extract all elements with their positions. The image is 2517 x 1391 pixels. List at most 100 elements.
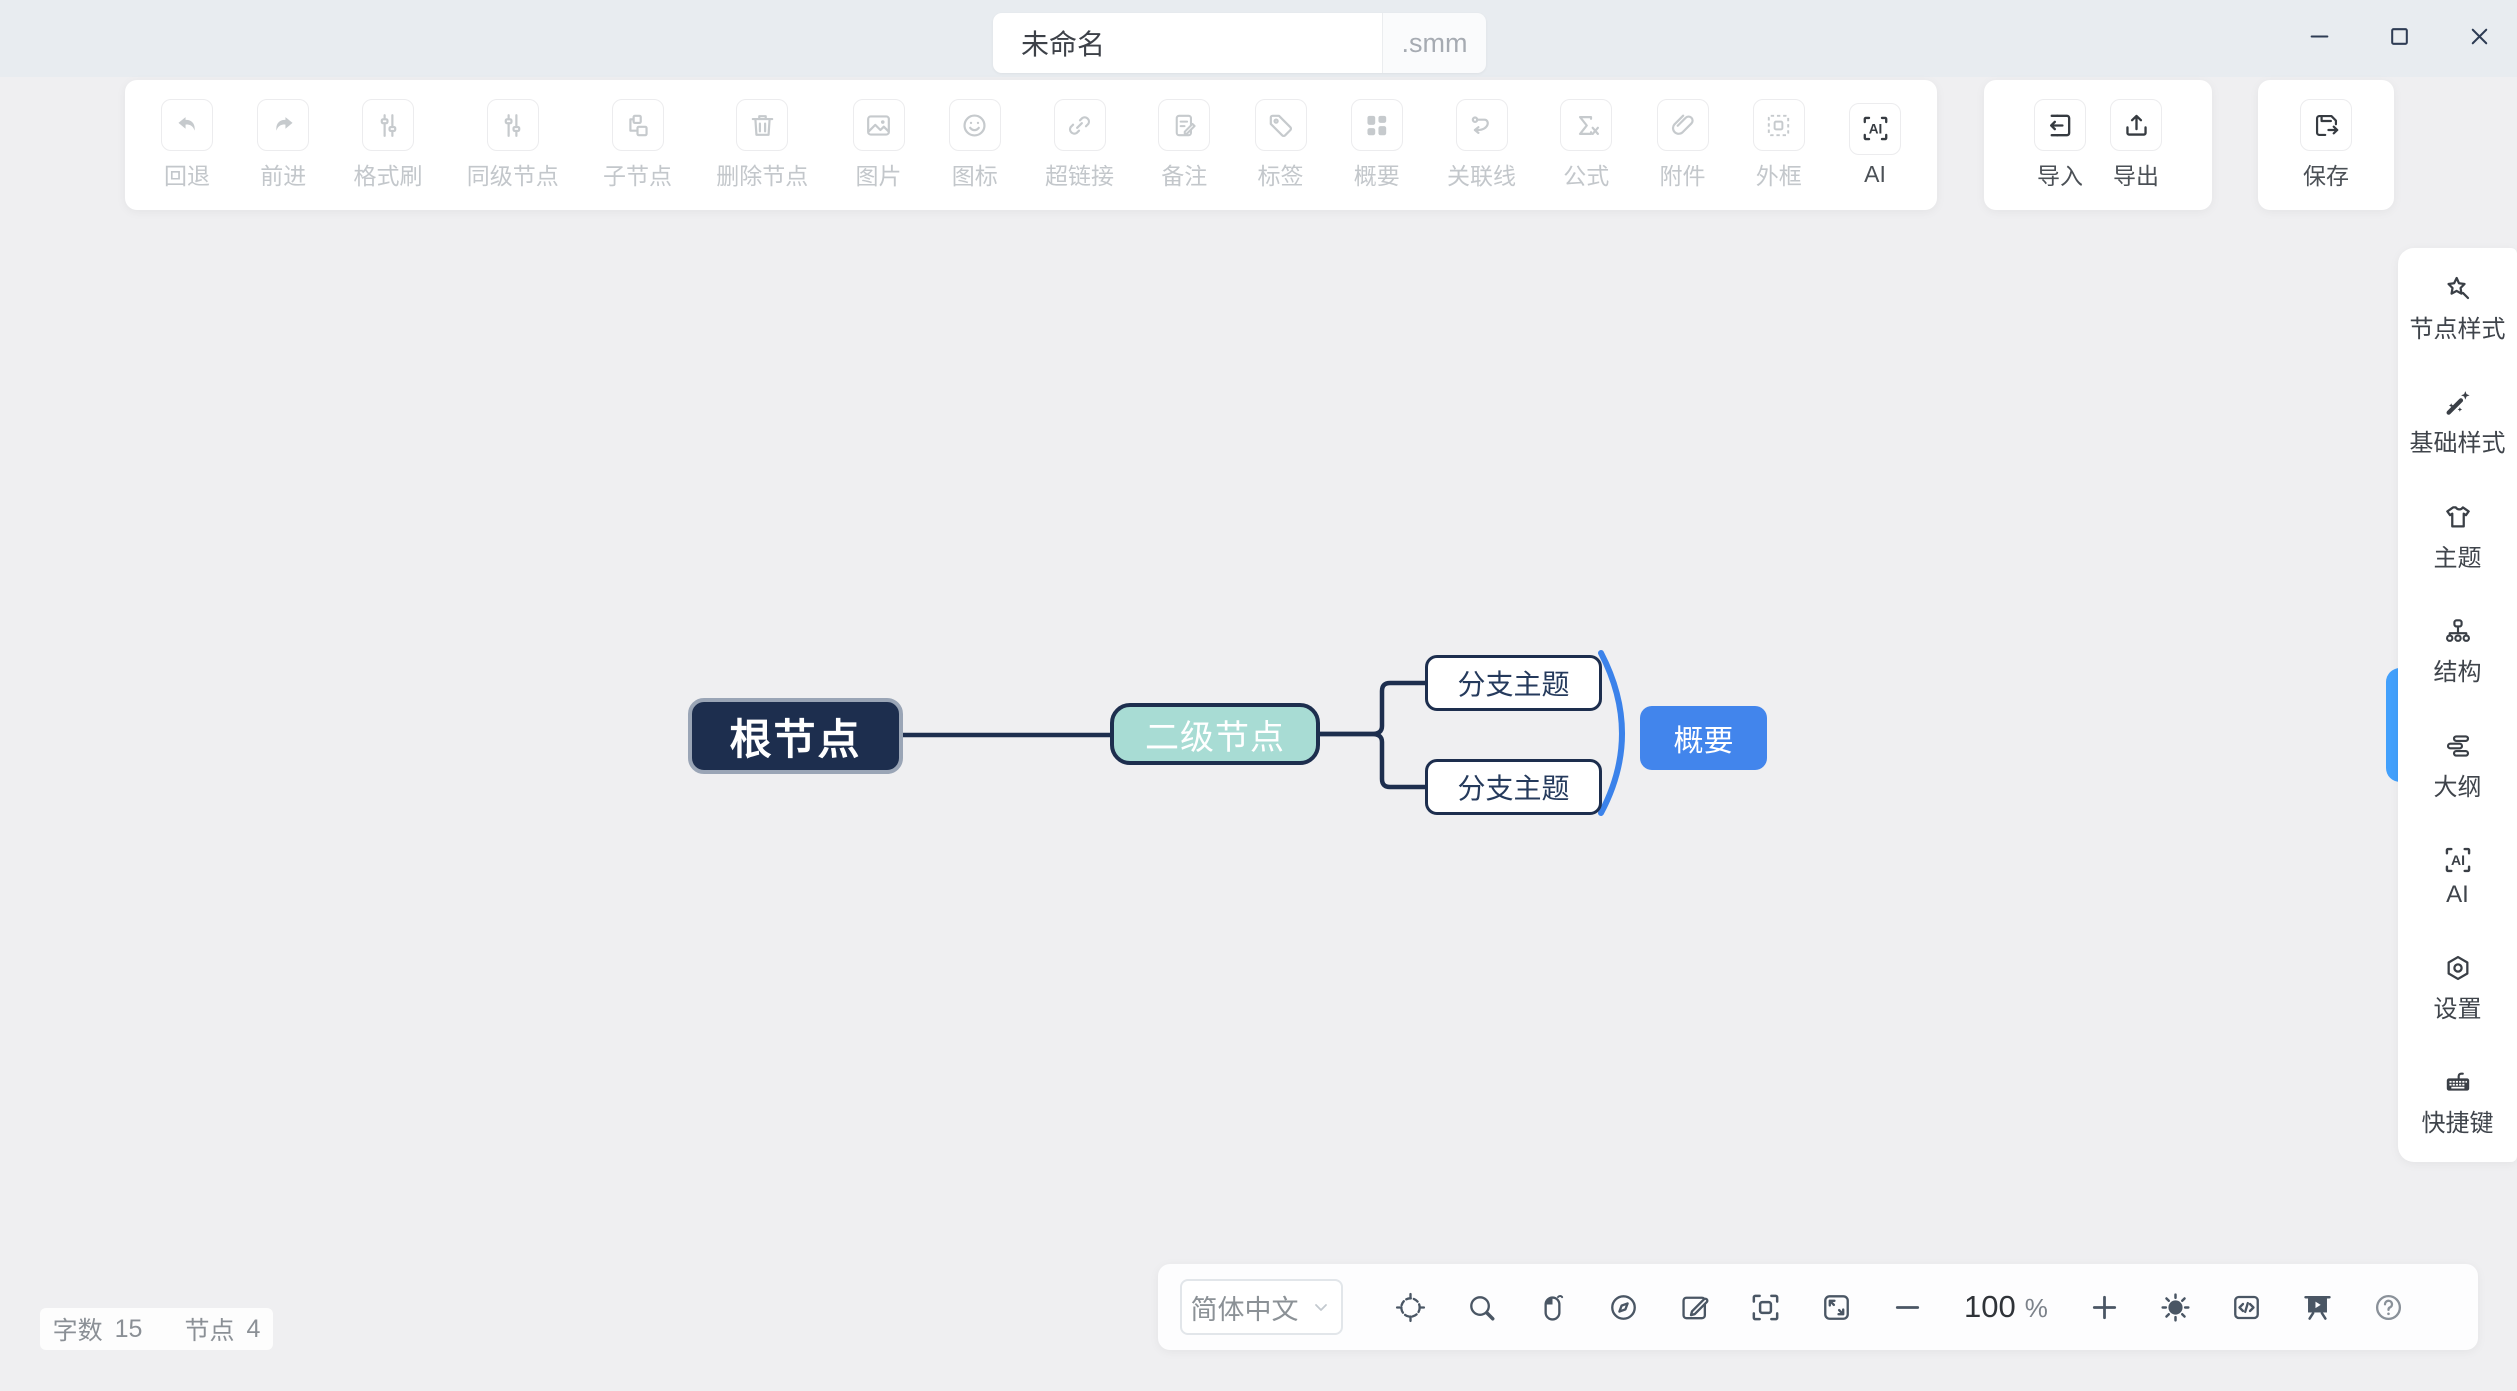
crosshair-icon xyxy=(1395,1292,1425,1322)
edit-icon xyxy=(1681,1296,1708,1319)
sidebar-item-settings[interactable]: 设置 xyxy=(2434,952,2482,1024)
format-painter-button[interactable]: 格式刷 xyxy=(354,99,423,191)
redo-icon xyxy=(257,99,310,151)
import-button[interactable]: 导入 xyxy=(2034,99,2086,191)
child-node-button[interactable]: 子节点 xyxy=(603,99,672,191)
ai-button[interactable]: AI AI xyxy=(1849,102,1901,188)
import-icon xyxy=(2034,99,2086,151)
mindmap-second-node[interactable]: 二级节点 xyxy=(1110,703,1320,765)
help-button[interactable] xyxy=(2369,1287,2409,1327)
chevron-down-icon xyxy=(1314,1304,1327,1311)
window-controls xyxy=(2297,14,2501,58)
svg-text:AI: AI xyxy=(2451,852,2465,868)
language-select[interactable]: 简体中文 xyxy=(1180,1279,1343,1335)
dark-mode-button[interactable] xyxy=(2156,1287,2196,1327)
attachment-icon xyxy=(1656,99,1709,151)
fit-screen-icon xyxy=(1752,1294,1778,1320)
presentation-icon xyxy=(2304,1295,2332,1320)
zoom-level: 100 % xyxy=(1964,1289,2048,1324)
image-icon xyxy=(852,99,905,151)
word-count-value: 15 xyxy=(114,1314,143,1343)
mouse-mode-button[interactable] xyxy=(1532,1287,1572,1327)
svg-text:AI: AI xyxy=(1868,121,1882,136)
source-code-button[interactable] xyxy=(2227,1287,2267,1327)
sidebar-item-theme[interactable]: 主题 xyxy=(2434,501,2482,573)
summary-grid-icon xyxy=(1350,99,1403,151)
tag-button[interactable]: 标签 xyxy=(1254,99,1307,191)
code-icon xyxy=(2234,1295,2260,1319)
search-icon xyxy=(1469,1295,1494,1320)
relation-line-icon xyxy=(1455,99,1508,151)
sidebar-item-ai[interactable]: AI AI xyxy=(2442,844,2474,909)
bottom-toolbar: 简体中文 100 % xyxy=(1158,1264,2478,1350)
help-icon xyxy=(2376,1294,2402,1320)
edit-mode-button[interactable] xyxy=(1674,1287,1714,1327)
undo-icon xyxy=(161,99,213,151)
summary-button[interactable]: 概要 xyxy=(1350,99,1403,191)
close-button[interactable] xyxy=(2457,14,2501,58)
zoom-out-button[interactable] xyxy=(1887,1287,1927,1327)
child-node-icon xyxy=(611,99,664,151)
note-icon xyxy=(1158,99,1211,151)
status-bar: 字数 15 节点 4 xyxy=(40,1308,273,1350)
mindmap-root-node[interactable]: 根节点 xyxy=(688,698,903,774)
sidebar-item-outline[interactable]: 大纲 xyxy=(2434,730,2482,802)
note-button[interactable]: 备注 xyxy=(1158,99,1211,191)
hyperlink-icon xyxy=(1053,99,1106,151)
emoji-button[interactable]: 图标 xyxy=(948,99,1001,191)
node-count-value: 4 xyxy=(246,1314,261,1343)
mindmap-branch-node-2[interactable]: 分支主题 xyxy=(1425,759,1602,815)
sidebar-item-structure[interactable]: 结构 xyxy=(2434,615,2482,687)
delete-node-button[interactable]: 删除节点 xyxy=(716,99,808,191)
save-button[interactable]: 保存 xyxy=(2300,99,2352,191)
tag-icon xyxy=(1254,99,1307,151)
theme-icon xyxy=(2445,506,2470,528)
sibling-node-icon xyxy=(486,99,539,151)
export-icon xyxy=(2110,99,2162,151)
base-style-icon xyxy=(2446,391,2470,416)
ai-icon: AI xyxy=(2445,847,2470,873)
image-button[interactable]: 图片 xyxy=(852,99,905,191)
fit-canvas-button[interactable] xyxy=(1745,1287,1785,1327)
sidebar-item-base-style[interactable]: 基础样式 xyxy=(2410,386,2506,458)
format-painter-icon xyxy=(362,99,414,151)
hyperlink-button[interactable]: 超链接 xyxy=(1045,99,1114,191)
plus-icon xyxy=(2093,1295,2117,1319)
fullscreen-button[interactable] xyxy=(1816,1287,1856,1327)
relation-line-button[interactable]: 关联线 xyxy=(1447,99,1516,191)
mini-map-button[interactable] xyxy=(1603,1287,1643,1327)
formula-icon xyxy=(1560,99,1613,151)
maximize-button[interactable] xyxy=(2377,14,2421,58)
summary-bracket xyxy=(1598,650,1625,816)
presentation-button[interactable] xyxy=(2298,1287,2338,1327)
settings-icon xyxy=(2447,955,2468,980)
mindmap-summary-node[interactable]: 概要 xyxy=(1640,706,1767,770)
outer-frame-icon xyxy=(1752,99,1805,151)
mouse-icon xyxy=(1543,1294,1563,1321)
outer-frame-button[interactable]: 外框 xyxy=(1752,99,1805,191)
fullscreen-icon xyxy=(1823,1294,1849,1320)
right-sidebar: 节点样式 基础样式 主题 结构 大纲 AI AI 设置 快捷键 xyxy=(2398,248,2517,1162)
outline-icon xyxy=(2446,735,2469,757)
shortcut-keys-icon xyxy=(2446,1072,2469,1091)
compass-icon xyxy=(1610,1294,1636,1320)
redo-button[interactable]: 前进 xyxy=(257,99,310,191)
undo-button[interactable]: 回退 xyxy=(161,99,213,191)
export-button[interactable]: 导出 xyxy=(2110,99,2162,191)
sidebar-item-shortcuts[interactable]: 快捷键 xyxy=(2422,1066,2494,1138)
save-icon xyxy=(2300,99,2352,151)
formula-button[interactable]: 公式 xyxy=(1560,99,1613,191)
delete-node-icon xyxy=(736,99,789,151)
close-icon xyxy=(2471,28,2487,44)
ai-icon: AI xyxy=(1849,102,1901,155)
minimize-button[interactable] xyxy=(2297,14,2341,58)
locate-root-button[interactable] xyxy=(1390,1287,1430,1327)
file-title-input[interactable] xyxy=(993,13,1382,73)
search-button[interactable] xyxy=(1461,1287,1501,1327)
node-count-label: 节点 xyxy=(184,1317,235,1345)
sibling-node-button[interactable]: 同级节点 xyxy=(467,99,559,191)
attachment-button[interactable]: 附件 xyxy=(1656,99,1709,191)
sidebar-item-node-style[interactable]: 节点样式 xyxy=(2410,272,2506,344)
zoom-in-button[interactable] xyxy=(2085,1287,2125,1327)
mindmap-branch-node-1[interactable]: 分支主题 xyxy=(1425,655,1602,711)
